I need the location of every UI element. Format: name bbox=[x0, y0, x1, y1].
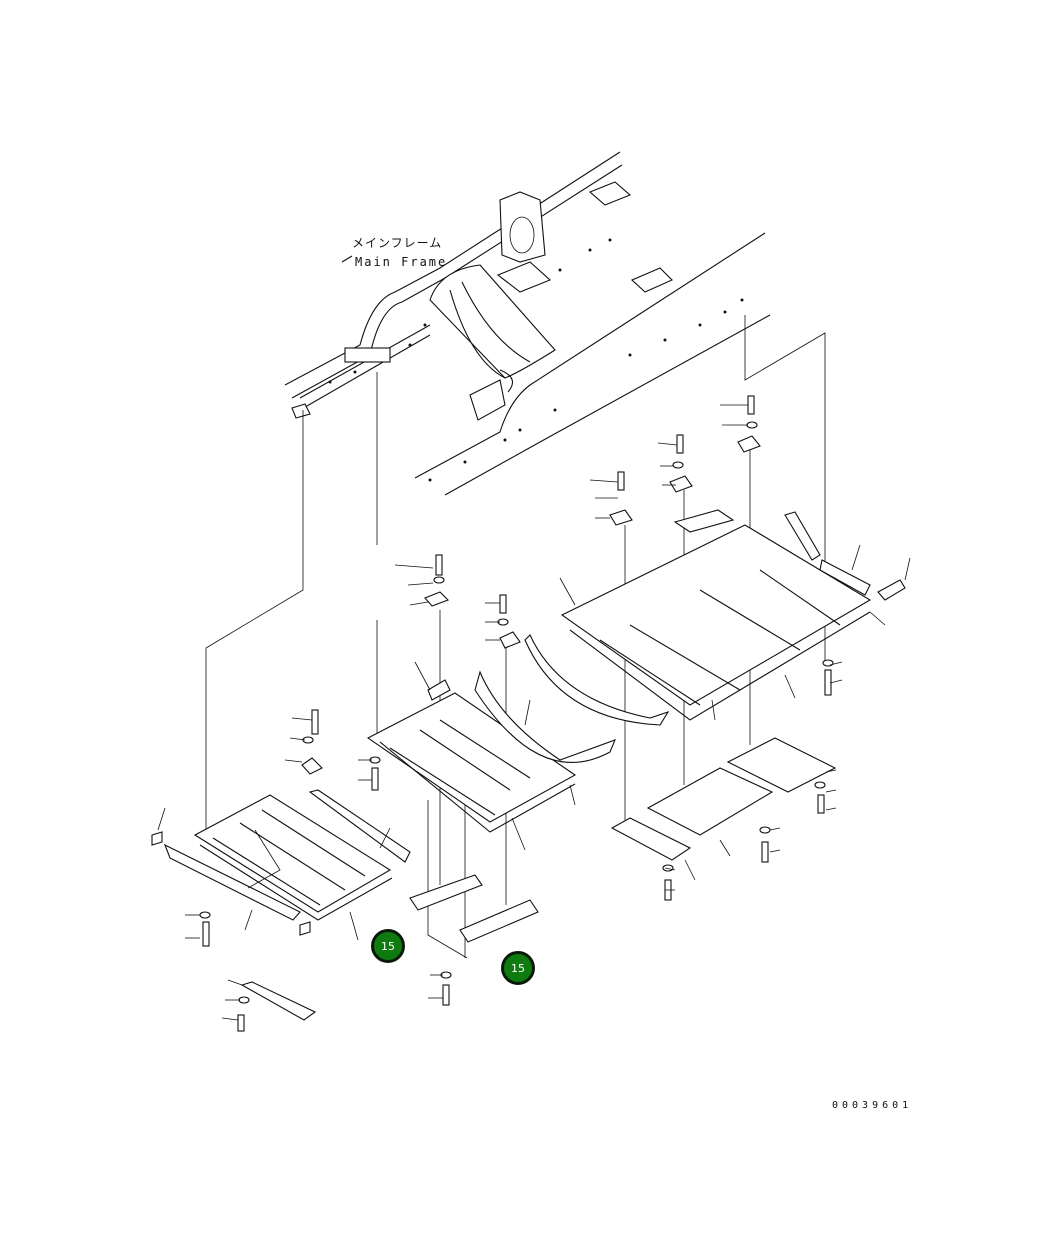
part-callout-15-right[interactable]: 15 bbox=[501, 951, 535, 985]
part-callout-15-left[interactable]: 15 bbox=[371, 929, 405, 963]
right-under-guard bbox=[524, 395, 906, 901]
center-under-guard bbox=[366, 554, 616, 1006]
left-under-guard bbox=[151, 709, 411, 1032]
frame-title-english: Main Frame bbox=[355, 255, 448, 269]
main-frame bbox=[284, 151, 771, 496]
frame-title-japanese: メインフレーム bbox=[352, 236, 443, 250]
leader-ticks bbox=[157, 404, 911, 1021]
drawing-number: 00039601 bbox=[832, 1100, 913, 1111]
